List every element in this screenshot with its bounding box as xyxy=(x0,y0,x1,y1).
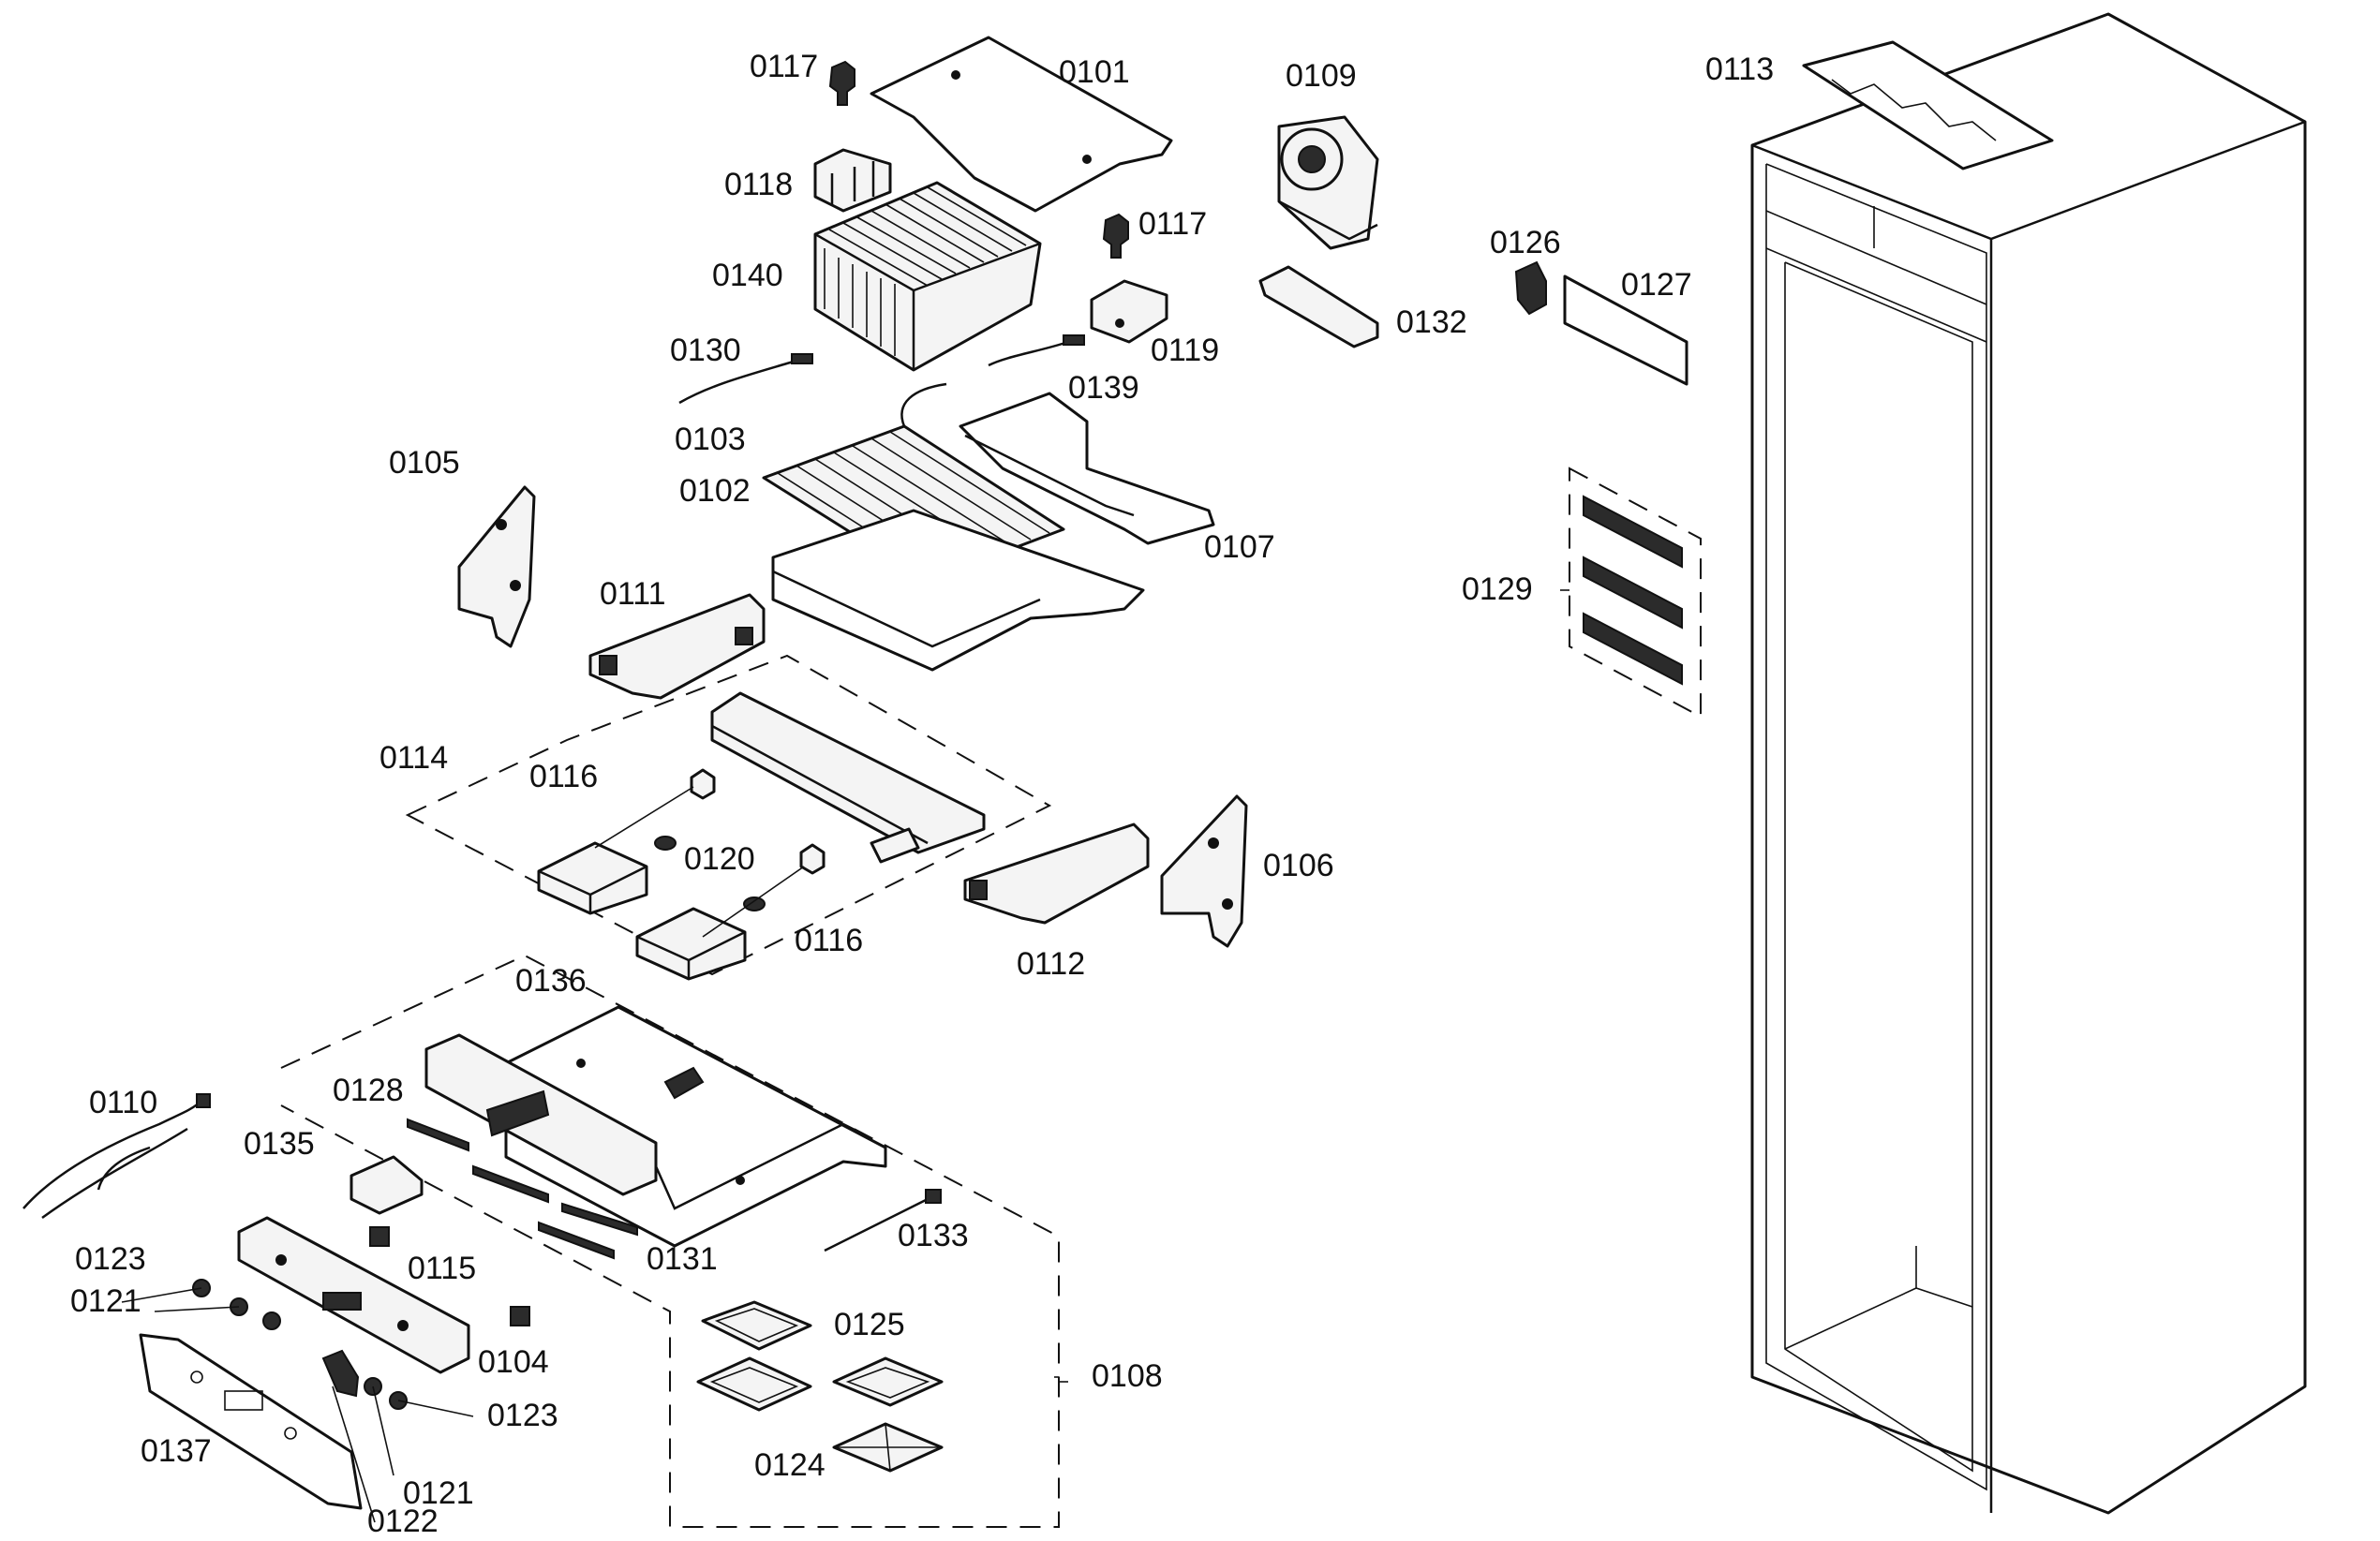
evaporator-coil-0140[interactable] xyxy=(813,181,1042,372)
bracket-0118[interactable] xyxy=(813,148,892,213)
label-0124: 0124 xyxy=(754,1447,826,1483)
label-0132: 0132 xyxy=(1396,304,1467,340)
connector-0115-a[interactable] xyxy=(369,1226,390,1247)
label-0123-a: 0123 xyxy=(75,1241,146,1277)
label-0101: 0101 xyxy=(1059,54,1130,90)
harness-0133[interactable] xyxy=(824,1189,942,1252)
fascia-0137[interactable] xyxy=(139,1333,363,1510)
socket-0116-b[interactable] xyxy=(799,843,826,875)
filter-0125-a[interactable] xyxy=(701,1300,812,1351)
label-0123-b: 0123 xyxy=(487,1398,558,1433)
bracket-0135[interactable] xyxy=(350,1155,424,1215)
cover-0101[interactable] xyxy=(870,36,1173,213)
hinge-0106[interactable] xyxy=(1160,794,1248,948)
duct-0107[interactable] xyxy=(959,392,1215,545)
harness-0110[interactable] xyxy=(22,1093,211,1220)
label-0126: 0126 xyxy=(1490,225,1561,260)
label-0133: 0133 xyxy=(898,1218,969,1253)
bulb-0120-a[interactable] xyxy=(654,836,677,851)
tray-0102[interactable] xyxy=(771,509,1145,672)
rail-0111[interactable] xyxy=(588,593,766,700)
label-0121-a: 0121 xyxy=(70,1283,141,1319)
screw-0117-top[interactable] xyxy=(828,60,855,106)
label-0119: 0119 xyxy=(1151,333,1219,368)
fan-0109[interactable] xyxy=(1277,115,1379,250)
label-0131: 0131 xyxy=(647,1241,718,1277)
label-0130: 0130 xyxy=(670,333,741,368)
label-0109: 0109 xyxy=(1286,58,1357,94)
label-0104: 0104 xyxy=(478,1344,549,1380)
label-0115: 0115 xyxy=(408,1251,476,1286)
label-0107: 0107 xyxy=(1204,529,1275,565)
label-0112: 0112 xyxy=(1017,946,1085,982)
leader-lines xyxy=(121,589,1569,1523)
label-0113: 0113 xyxy=(1705,52,1774,87)
hinge-0105[interactable] xyxy=(457,485,536,648)
knob-0122[interactable] xyxy=(321,1349,360,1398)
label-0137: 0137 xyxy=(141,1433,212,1469)
plate-0136[interactable] xyxy=(504,1005,887,1248)
label-0120: 0120 xyxy=(684,841,755,877)
label-0111: 0111 xyxy=(600,576,666,612)
control-module-0104[interactable] xyxy=(237,1216,470,1374)
part-labels: 0101 0102 0103 0104 0105 0106 0107 0108 … xyxy=(70,49,1774,1539)
screw-0121-b[interactable] xyxy=(262,1311,281,1330)
label-plate-0127[interactable] xyxy=(1563,274,1688,386)
label-0140: 0140 xyxy=(712,258,783,293)
group-0108 xyxy=(280,954,1060,1528)
control-panel-0128[interactable] xyxy=(424,1033,658,1196)
bulb-0120-b[interactable] xyxy=(743,896,766,911)
socket-0116-a[interactable] xyxy=(690,768,716,800)
screw-0117-mid[interactable] xyxy=(1102,213,1129,259)
label-0103: 0103 xyxy=(675,422,746,457)
label-0139: 0139 xyxy=(1068,370,1139,406)
switch-0126[interactable] xyxy=(1514,260,1547,316)
filter-0125-b[interactable] xyxy=(696,1356,812,1412)
label-0127: 0127 xyxy=(1621,267,1692,303)
group-0114 xyxy=(405,654,1052,976)
connector-0115-b[interactable] xyxy=(510,1306,530,1326)
label-0108: 0108 xyxy=(1092,1358,1163,1394)
label-0110: 0110 xyxy=(89,1085,157,1120)
leader-0116-b xyxy=(702,866,805,938)
strip-0131-b[interactable] xyxy=(472,1164,549,1204)
sensor-0130[interactable] xyxy=(678,353,813,405)
label-0121-b: 0121 xyxy=(403,1475,474,1511)
rail-0112[interactable] xyxy=(963,822,1150,925)
label-0114: 0114 xyxy=(379,740,448,776)
label-0128: 0128 xyxy=(333,1073,404,1108)
label-0102: 0102 xyxy=(679,473,751,509)
label-0105: 0105 xyxy=(389,445,460,481)
bracket-0119[interactable] xyxy=(1090,279,1168,344)
strip-0131-a[interactable] xyxy=(407,1118,469,1152)
label-0117-a: 0117 xyxy=(750,49,818,84)
shelf-0114[interactable] xyxy=(710,691,986,864)
lamp-cover-left[interactable] xyxy=(537,841,648,915)
label-0122: 0122 xyxy=(367,1504,439,1539)
label-0135: 0135 xyxy=(244,1126,315,1162)
label-0136: 0136 xyxy=(515,963,587,999)
label-0129: 0129 xyxy=(1462,571,1533,607)
label-0116-b: 0116 xyxy=(795,923,863,958)
strip-0131-d[interactable] xyxy=(561,1202,638,1237)
filter-0125-c[interactable] xyxy=(832,1356,944,1407)
sensor-0139[interactable] xyxy=(988,334,1085,367)
handle-0132[interactable] xyxy=(1258,265,1379,348)
filter-0124[interactable] xyxy=(832,1422,944,1473)
label-0116-a: 0116 xyxy=(529,759,598,794)
label-0106: 0106 xyxy=(1263,848,1334,883)
label-0118: 0118 xyxy=(724,167,793,202)
label-0117-b: 0117 xyxy=(1138,206,1207,242)
leader-0116-a xyxy=(594,786,694,849)
strip-0131-c[interactable] xyxy=(538,1221,615,1260)
cabinet-0113[interactable] xyxy=(1750,12,2307,1515)
rails-0129[interactable] xyxy=(1569,467,1702,719)
label-0125: 0125 xyxy=(834,1307,905,1342)
